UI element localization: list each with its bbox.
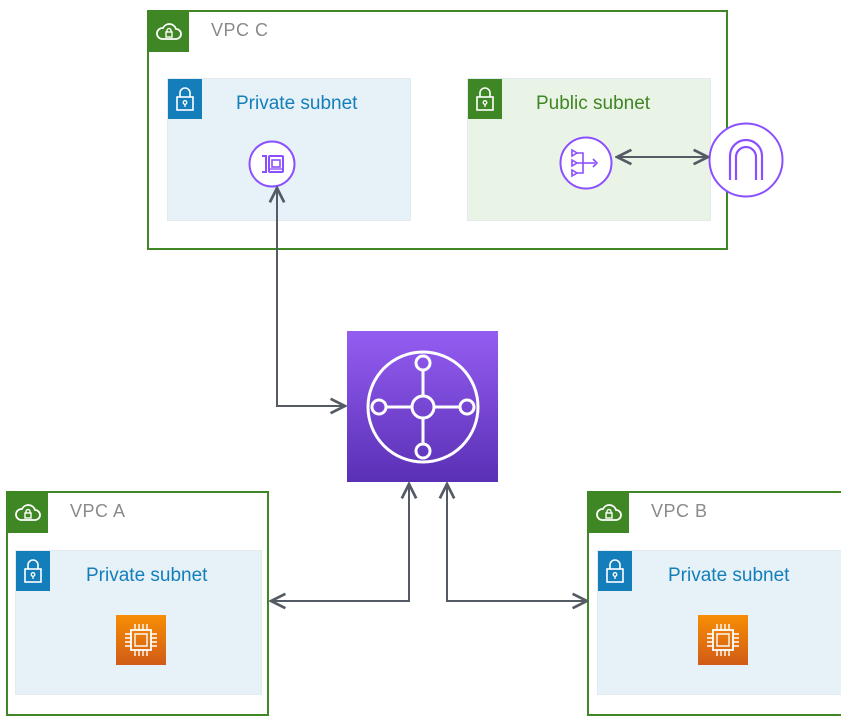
vpc-c-label: VPC C	[211, 20, 269, 40]
subnet-lock-icon	[468, 79, 502, 119]
subnet-label: Private subnet	[668, 565, 790, 586]
subnet-lock-icon	[168, 79, 202, 119]
subnet-lock-icon	[598, 551, 632, 591]
vpc-a-container: VPC A Private subnet	[6, 491, 269, 716]
vpc-cloud-icon	[149, 12, 189, 52]
vpc-b-label: VPC B	[651, 501, 708, 521]
vpc-b-container: VPC B Private subnet	[587, 491, 841, 716]
vpc-c-container: VPC C Private subnet	[147, 10, 728, 250]
transit-gateway-icon	[347, 331, 498, 482]
connector-endpoint-to-tgw	[277, 188, 345, 406]
vpc-c-private-subnet: Private subnet	[167, 78, 411, 221]
vpc-cloud-icon	[8, 493, 48, 533]
vpc-a-label: VPC A	[70, 501, 126, 521]
load-balancer-icon	[559, 136, 613, 190]
subnet-label: Private subnet	[236, 93, 358, 114]
vpc-a-private-subnet: Private subnet	[15, 550, 262, 695]
ec2-instance-icon	[698, 615, 748, 665]
vpc-cloud-icon	[589, 493, 629, 533]
subnet-label: Public subnet	[536, 93, 651, 114]
connector-tgw-to-vpc-a	[271, 484, 409, 601]
ec2-instance-icon	[116, 615, 166, 665]
subnet-lock-icon	[16, 551, 50, 591]
subnet-label: Private subnet	[86, 565, 208, 586]
internet-gateway-icon	[708, 122, 784, 198]
connector-tgw-to-vpc-b	[447, 484, 587, 601]
vpc-b-private-subnet: Private subnet	[597, 550, 841, 695]
